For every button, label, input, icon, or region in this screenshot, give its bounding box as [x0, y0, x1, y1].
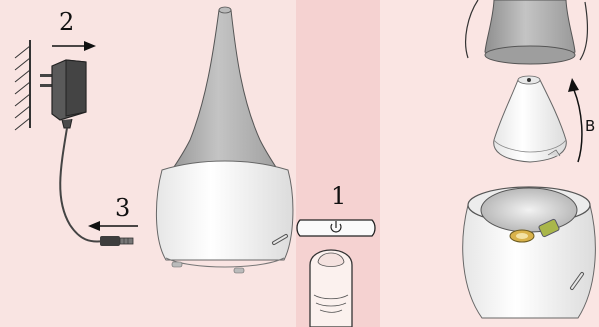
diffuser: [156, 7, 293, 273]
wall: [15, 40, 30, 130]
step-number-3: 3: [115, 196, 130, 220]
inner-cover: [494, 76, 567, 162]
step-number-2: 2: [59, 10, 74, 34]
direction-label: B: [585, 117, 595, 135]
top-cover: [485, 0, 575, 64]
power-button: [297, 220, 375, 236]
arrow-left-icon: [88, 221, 138, 231]
reservoir-base: [463, 187, 596, 318]
step-number-1: 1: [331, 184, 346, 208]
arrow-right-icon: [52, 41, 96, 51]
finger: [310, 250, 352, 327]
arrow-up-curved-icon: [568, 78, 582, 162]
